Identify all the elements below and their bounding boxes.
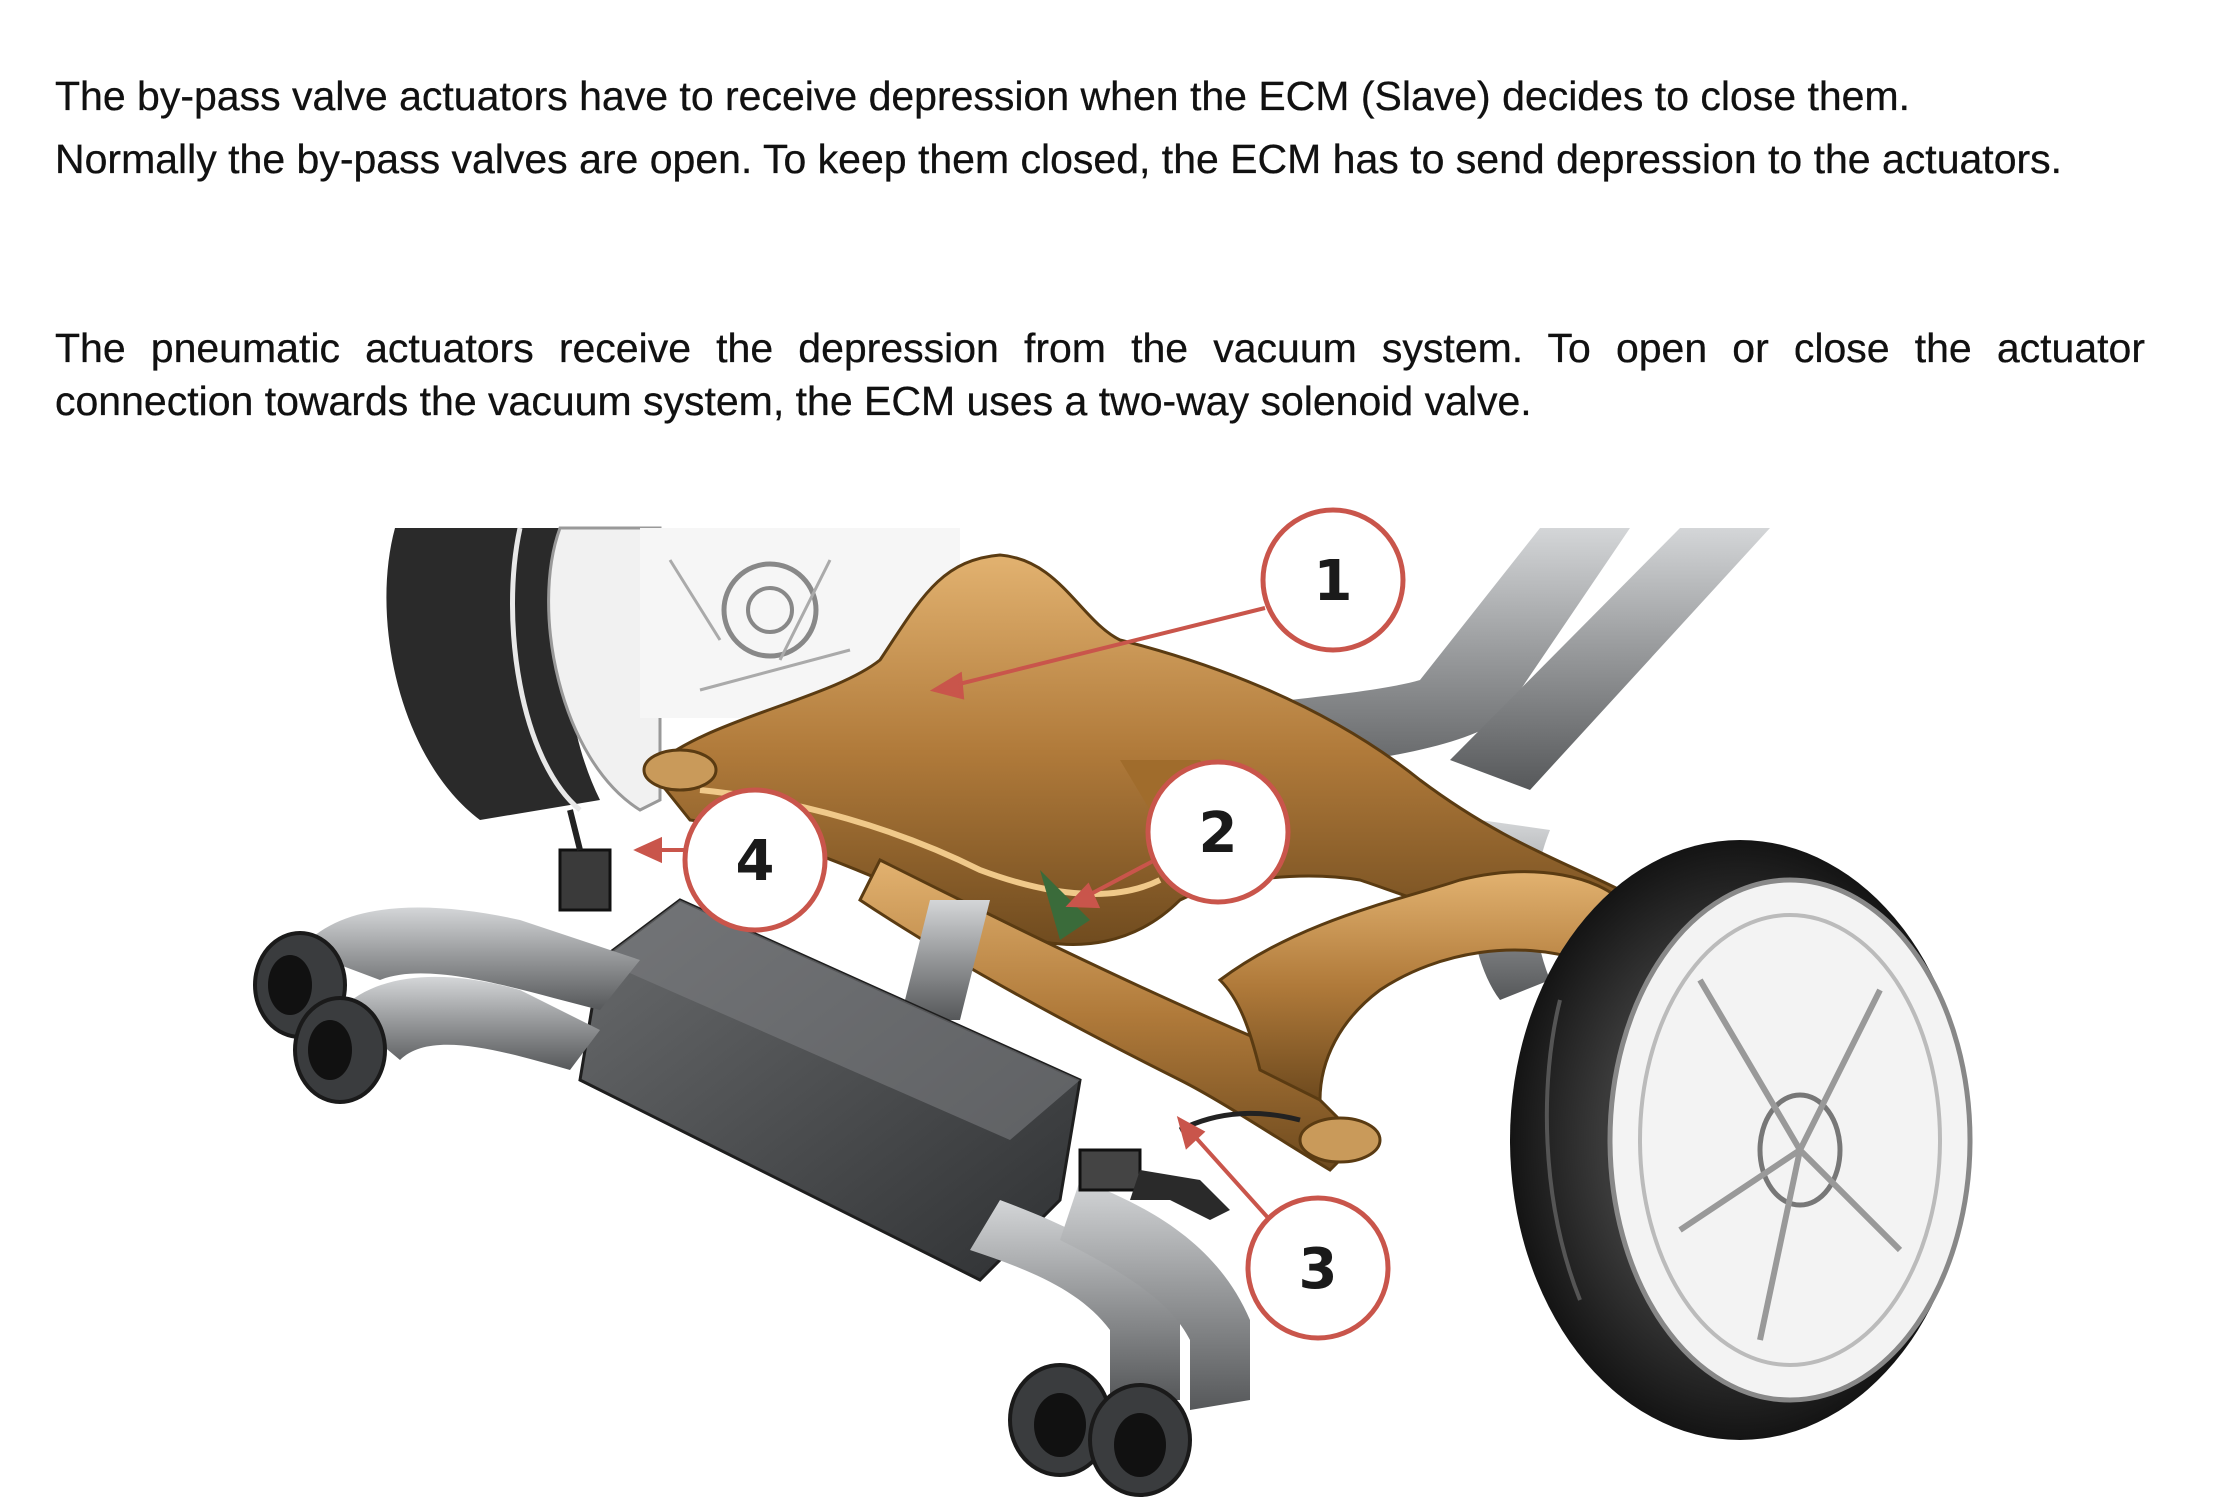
callout-3-number: 3 — [1299, 1237, 1338, 1302]
center-pipe — [900, 900, 990, 1020]
callout-1: 1 — [1260, 507, 1406, 653]
paragraph-1-continued: Normally the by-pass valves are open. To… — [55, 136, 2063, 182]
right-tailpipes — [970, 1180, 1250, 1497]
left-tailpipes — [253, 907, 640, 1104]
right-wheel — [1510, 840, 1973, 1440]
callout-1-number: 1 — [1314, 549, 1353, 614]
callout-leaders — [633, 606, 1272, 1222]
left-wheel — [386, 526, 960, 820]
callout-2-number: 2 — [1199, 801, 1238, 866]
actuator-left — [558, 809, 612, 912]
callout-4: 4 — [682, 787, 828, 933]
paragraph-1-line-1: The by-pass valve actuators have to rece… — [55, 73, 1911, 119]
solenoid-valve — [1078, 1110, 1301, 1220]
callout-2: 2 — [1145, 759, 1291, 905]
paragraph-2: The pneumatic actuators receive the depr… — [55, 325, 2145, 424]
callout-4-number: 4 — [736, 829, 775, 894]
muffler — [578, 898, 1082, 1282]
callout-3: 3 — [1245, 1195, 1391, 1341]
